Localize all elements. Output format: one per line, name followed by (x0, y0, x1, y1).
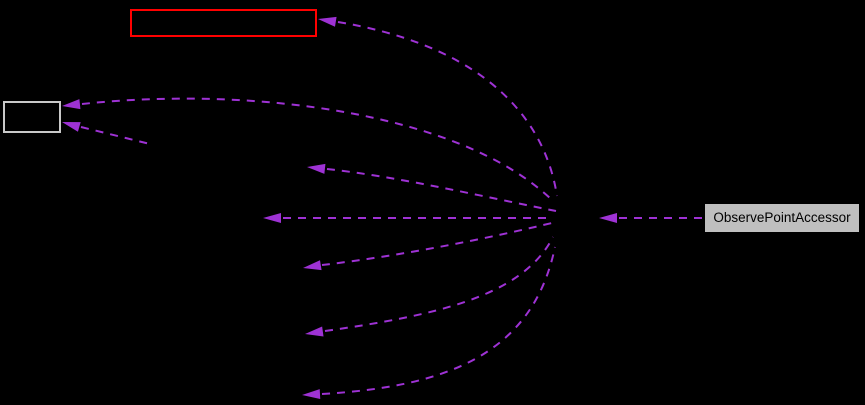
node-truncated-red[interactable] (130, 9, 317, 37)
edge-to-hidden-node-5 (321, 246, 556, 395)
arrowhead-icon (62, 99, 81, 110)
arrowhead-icon (318, 16, 337, 27)
arrowhead-icon (307, 163, 326, 174)
node-small-gray[interactable] (3, 101, 61, 133)
arrowhead-icon (303, 260, 322, 271)
edge-to-small-node-lower (80, 126, 151, 145)
arrowhead-icon (263, 213, 281, 223)
edge-to-hidden-node-3 (321, 221, 557, 266)
arrowhead-icon (62, 122, 81, 132)
arrowhead-icon (599, 213, 617, 223)
node-observe-point-accessor-label: ObservePointAccessor (713, 210, 851, 225)
arrowhead-icon (302, 389, 321, 400)
edge-to-hidden-node-4 (324, 236, 554, 332)
edge-to-small-node-upper (81, 97, 553, 201)
node-observe-point-accessor: ObservePointAccessor (704, 203, 860, 233)
edge-to-truncated-node (337, 21, 558, 197)
arrowhead-icon (305, 326, 324, 337)
